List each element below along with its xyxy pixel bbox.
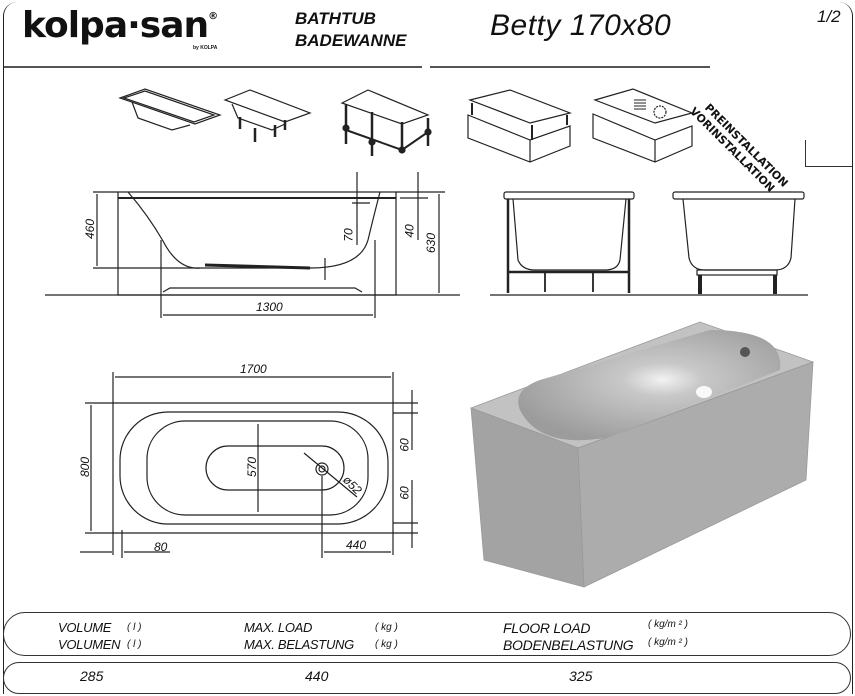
page-number: 1/2 [817, 7, 841, 26]
max-load-unit-en: ( kg ) [375, 622, 398, 633]
floor-load-unit-de: ( kg/m ² ) [648, 637, 688, 648]
floor-load-label-de: BODENBELASTUNG [503, 637, 634, 653]
side-view-drawing [45, 172, 460, 318]
max-load-value: 440 [305, 668, 329, 684]
volume-unit-de: ( l ) [127, 639, 142, 650]
product-category: BATHTUB BADEWANNE [295, 8, 406, 52]
specs-values-row [3, 662, 851, 694]
max-load-unit-de: ( kg ) [375, 639, 398, 650]
variant-tub-panel-icon [467, 89, 572, 163]
top-view-drawing [80, 372, 418, 558]
cross-section-views [490, 191, 808, 296]
floor-load-unit-en: ( kg/m ² ) [648, 619, 688, 630]
volume-label-en: VOLUME [58, 620, 112, 635]
dim-drain-offset: 440 [346, 538, 367, 552]
variant-tub-panel-fittings-icon [592, 88, 694, 163]
dim-length: 1700 [240, 362, 267, 376]
volume-label-de: VOLUMEN [58, 637, 121, 652]
floor-load-label-en: FLOOR LOAD [503, 620, 591, 636]
volume-value: 285 [80, 668, 104, 684]
specs-labels-row [3, 612, 851, 656]
max-load-label-en: MAX. LOAD [244, 620, 313, 635]
variant-tub-frame-icon [340, 89, 432, 156]
brand-logo: kolpa·san® [22, 5, 218, 46]
brand-name: kolpa·san [22, 5, 209, 46]
bathtub-render [469, 321, 815, 588]
variant-tub-only-icon [118, 88, 222, 131]
floor-load-value: 325 [569, 668, 593, 684]
model-title: Betty 170x80 [490, 9, 672, 42]
registered-mark: ® [208, 11, 218, 22]
variant-tub-legs-icon [223, 89, 312, 142]
installation-variants [118, 88, 694, 163]
header-divider [4, 66, 422, 68]
category-de: BADEWANNE [295, 31, 407, 50]
header-divider-right [430, 66, 710, 68]
brand-sub: by KOLPA [193, 45, 218, 51]
corner-bracket [805, 140, 852, 167]
category-en: BATHTUB [295, 9, 376, 28]
dim-inner-bottom-length: 1300 [256, 300, 283, 314]
volume-unit-en: ( l ) [127, 622, 142, 633]
max-load-label-de: MAX. BELASTUNG [244, 637, 354, 652]
dim-side-offset: 80 [154, 540, 168, 554]
